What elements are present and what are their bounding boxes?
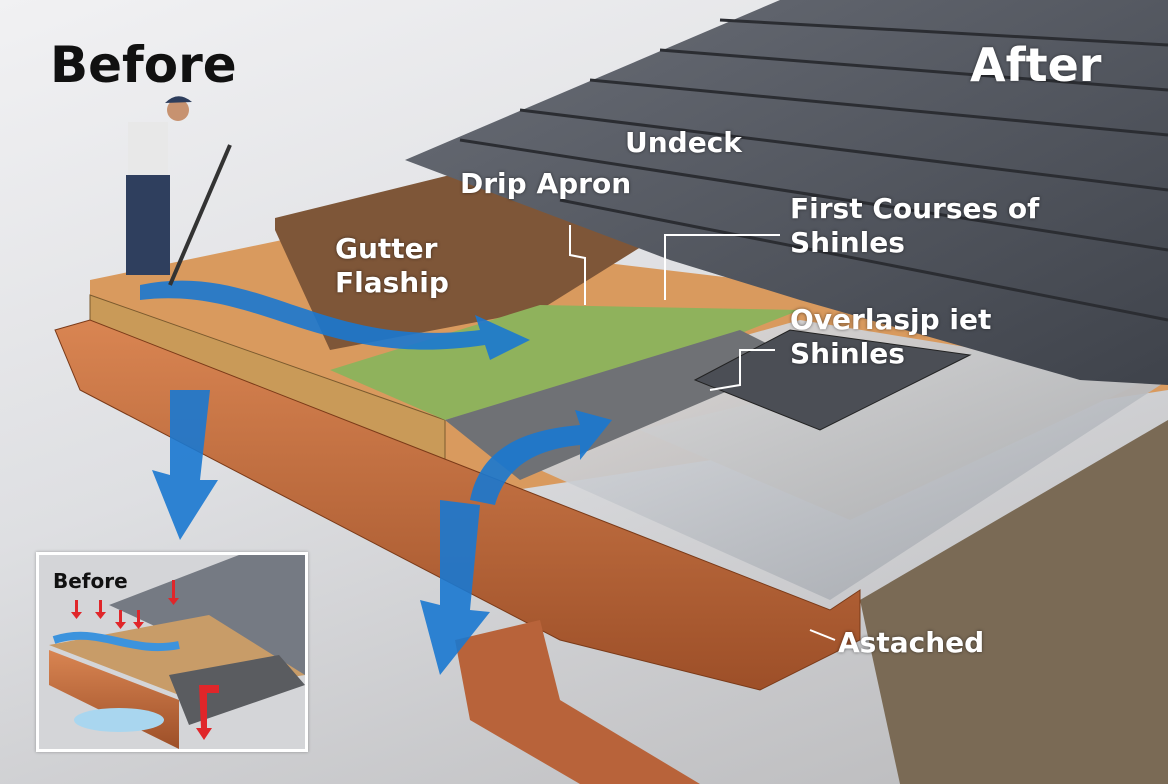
label-gutter-line1: Gutter — [335, 232, 438, 265]
label-overlap-line1: Overlasjp iet — [790, 303, 992, 336]
label-overlap: Overlasjp iet Shinles — [790, 303, 991, 370]
inset-water-arrow — [52, 631, 180, 652]
before-inset-image: Before — [36, 552, 308, 752]
worker-figure — [126, 96, 232, 286]
starter-strip — [693, 329, 972, 431]
label-overlap-line2: Shinles — [790, 336, 905, 370]
label-gutter-flashing: Gutter Flaship — [335, 232, 449, 299]
label-drip-apron: Drip Apron — [460, 167, 632, 200]
shingle-field — [405, 0, 1168, 385]
label-attached: Astached — [838, 626, 985, 659]
label-undeck: Undeck — [625, 126, 742, 159]
inset-before-title: Before — [53, 569, 128, 593]
water-flow-arrows — [140, 280, 612, 675]
label-first-courses: First Courses of Shinles — [790, 192, 1039, 259]
inset-leak-arrows — [71, 580, 219, 740]
after-title: After — [970, 38, 1102, 92]
label-first-courses-line1: First Courses of — [790, 192, 1040, 225]
fascia-board — [860, 420, 1168, 784]
label-gutter-line2: Flaship — [335, 265, 449, 299]
inset-illustration — [39, 555, 305, 749]
downspout — [455, 620, 700, 784]
shingle-course-lines — [459, 18, 1168, 322]
label-leader-lines — [569, 225, 836, 641]
before-title: Before — [50, 36, 237, 94]
inset-puddle — [74, 708, 164, 732]
label-first-courses-line2: Shinles — [790, 225, 905, 259]
